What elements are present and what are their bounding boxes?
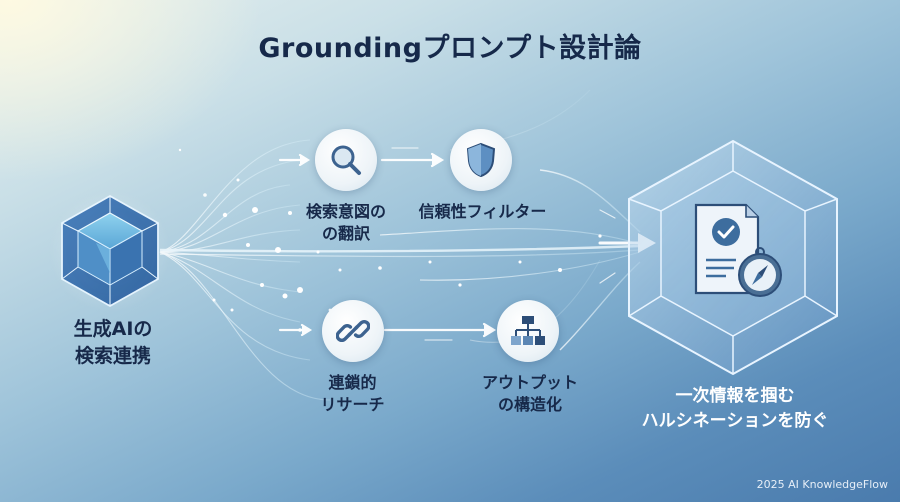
step-label-line1: 信頼性フィルター [418, 202, 547, 221]
shield-icon [466, 142, 496, 178]
source-label-line2: 検索連携 [74, 345, 151, 367]
step-label-line2: の翻訳 [321, 224, 370, 243]
step-label-search-intent: 検索意図の の翻訳 [296, 201, 396, 245]
result-label-line1: 一次情報を掴む [675, 386, 795, 406]
step-node-reliability-filter [450, 129, 512, 191]
step-label-chained-research: 連鎖的 リサーチ [305, 372, 400, 416]
step-label-line1: 連鎖的 [328, 373, 377, 392]
step-label-reliability-filter: 信頼性フィルター [405, 201, 560, 223]
footer-credit: 2025 AI KnowledgeFlow [756, 478, 888, 491]
step-label-line1: 検索意図の [305, 202, 386, 221]
chain-link-icon [336, 319, 370, 343]
result-label: 一次情報を掴む ハルシネーションを防ぐ [610, 384, 860, 434]
step-node-output-structuring [497, 300, 559, 362]
page-title: Groundingプロンプト設計論 [258, 33, 642, 64]
step-label-line2: リサーチ [320, 395, 385, 414]
step-label-output-structuring: アウトプット の構造化 [470, 372, 590, 416]
verified-document-compass-icon [694, 203, 782, 297]
source-label-line1: 生成AIの [73, 318, 153, 340]
step-label-line1: アウトプット [481, 373, 578, 392]
source-label: 生成AIの 検索連携 [58, 316, 168, 370]
light-streams [159, 89, 641, 401]
hierarchy-icon [511, 316, 545, 345]
source-cube [48, 189, 172, 313]
step-node-chained-research [322, 300, 384, 362]
step-label-line2: の構造化 [497, 395, 562, 414]
result-label-line2: ハルシネーションを防ぐ [641, 411, 829, 431]
magnifier-icon [331, 145, 361, 175]
step-node-search-intent [315, 129, 377, 191]
